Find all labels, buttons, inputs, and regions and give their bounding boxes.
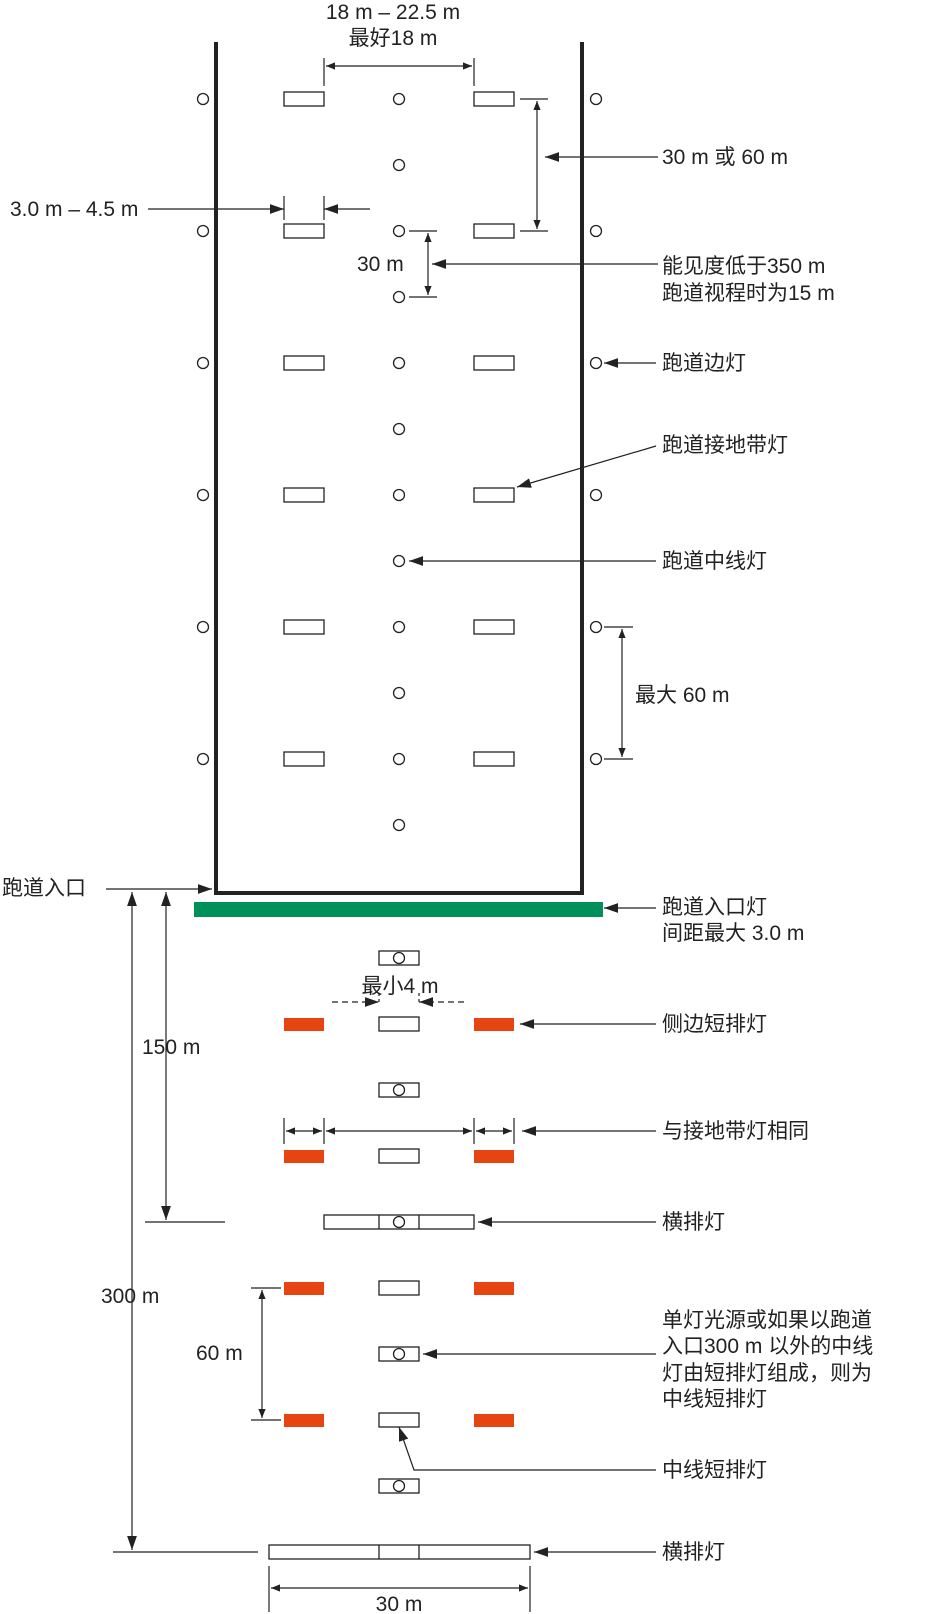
tdz-barrette xyxy=(283,355,325,371)
edge-light xyxy=(196,488,210,502)
tdz-barrettes xyxy=(283,91,515,767)
centerline-light xyxy=(392,422,406,436)
edge-lights xyxy=(196,92,603,766)
threshold-light-bar xyxy=(194,902,603,917)
min-gap-label: 最小4 m xyxy=(361,975,438,998)
tdz-lights-label: 跑道接地带灯 xyxy=(662,434,788,457)
single-source-label-3: 灯由短排灯组成，则为 xyxy=(662,1362,872,1385)
side-barrette xyxy=(284,1018,324,1031)
single-source-label-4: 中线短排灯 xyxy=(662,1388,767,1411)
edge-light xyxy=(589,224,603,238)
crossbar-2 xyxy=(268,1544,531,1560)
crossbar-1-label: 横排灯 xyxy=(662,1211,725,1234)
centerline-light xyxy=(392,620,406,634)
low-vis-label-2: 跑道视程时为15 m xyxy=(662,282,835,305)
edge-light xyxy=(589,620,603,634)
centerline-lights xyxy=(392,92,406,832)
cl-barrette-leader xyxy=(398,1426,656,1471)
centerline-light xyxy=(392,752,406,766)
cl-barrette xyxy=(378,1148,420,1164)
centerline-light xyxy=(392,224,406,238)
crossbar-1 xyxy=(323,1214,475,1230)
tdz-barrette xyxy=(283,751,325,767)
tdz-spacing-label: 30 m 或 60 m xyxy=(662,146,788,169)
cl-barrette xyxy=(378,1280,420,1296)
approach-centerline xyxy=(378,950,420,1494)
crossbar-2-label: 横排灯 xyxy=(662,1541,725,1564)
centerline-light xyxy=(392,290,406,304)
tdz-barrette xyxy=(473,487,515,503)
side-row-barrettes xyxy=(284,1018,514,1427)
cl-barrette-lamp xyxy=(392,1479,406,1493)
centerline-light xyxy=(392,356,406,370)
dist-300-label: 300 m xyxy=(101,1285,159,1308)
centerline-light xyxy=(392,488,406,502)
tdz-barrette xyxy=(283,487,325,503)
cl-barrette-lamp xyxy=(392,1083,406,1097)
dist-150-label: 150 m xyxy=(142,1036,200,1059)
edge-light xyxy=(196,224,210,238)
edge-light xyxy=(196,92,210,106)
single-source-label-2: 入口300 m 以外的中线 xyxy=(662,1335,873,1358)
tdz-barrette xyxy=(473,619,515,635)
tdz-barrette xyxy=(473,223,515,239)
threshold-lights-label-2: 间距最大 3.0 m xyxy=(662,922,804,945)
edge-light xyxy=(196,356,210,370)
dist-60-label: 60 m xyxy=(196,1342,243,1365)
edge-light xyxy=(589,92,603,106)
centerline-lights-label: 跑道中线灯 xyxy=(662,550,767,573)
side-barrette xyxy=(284,1282,324,1295)
barrette-width-label: 3.0 m – 4.5 m xyxy=(10,198,138,221)
threshold-label: 跑道入口 xyxy=(2,877,86,900)
centerline-spacing-label: 30 m xyxy=(357,253,404,276)
tdz-barrette xyxy=(473,751,515,767)
cl-barrette xyxy=(378,1412,420,1428)
low-vis-label-1: 能见度低于350 m xyxy=(662,255,825,278)
threshold-lights-label-1: 跑道入口灯 xyxy=(662,896,767,919)
edge-light xyxy=(589,488,603,502)
centerline-light xyxy=(392,92,406,106)
centerline-light xyxy=(392,554,406,568)
edge-light xyxy=(589,356,603,370)
tdz-barrette xyxy=(283,619,325,635)
width-best-label: 最好18 m xyxy=(349,27,438,50)
side-barrette xyxy=(474,1018,514,1031)
side-barrette xyxy=(474,1282,514,1295)
tdz-lights-leader xyxy=(516,445,657,488)
centerline-light xyxy=(392,158,406,172)
side-barrette xyxy=(284,1150,324,1163)
cl-barrette-lamp xyxy=(392,951,406,965)
centerline-light xyxy=(392,818,406,832)
side-row-label: 侧边短排灯 xyxy=(662,1013,767,1036)
single-source-label-1: 单灯光源或如果以跑道 xyxy=(662,1309,872,1332)
same-as-tdz-label: 与接地带灯相同 xyxy=(662,1120,809,1143)
side-barrette xyxy=(474,1150,514,1163)
cl-barrette-lamp xyxy=(392,1347,406,1361)
tdz-barrette xyxy=(473,91,515,107)
centerline-light xyxy=(392,686,406,700)
crossbar-width-label: 30 m xyxy=(376,1593,423,1614)
edge-light xyxy=(196,620,210,634)
cl-barrette-label: 中线短排灯 xyxy=(662,1459,767,1482)
side-barrette xyxy=(474,1414,514,1427)
tdz-barrette xyxy=(283,91,325,107)
side-barrette xyxy=(284,1414,324,1427)
tdz-barrette xyxy=(473,355,515,371)
edge-light xyxy=(196,752,210,766)
width-range-label: 18 m – 22.5 m xyxy=(326,1,460,24)
edge-spacing-label: 最大 60 m xyxy=(635,684,730,707)
edge-lights-label: 跑道边灯 xyxy=(662,352,746,375)
cl-barrette xyxy=(378,1016,420,1032)
tdz-barrette xyxy=(283,223,325,239)
edge-light xyxy=(589,752,603,766)
